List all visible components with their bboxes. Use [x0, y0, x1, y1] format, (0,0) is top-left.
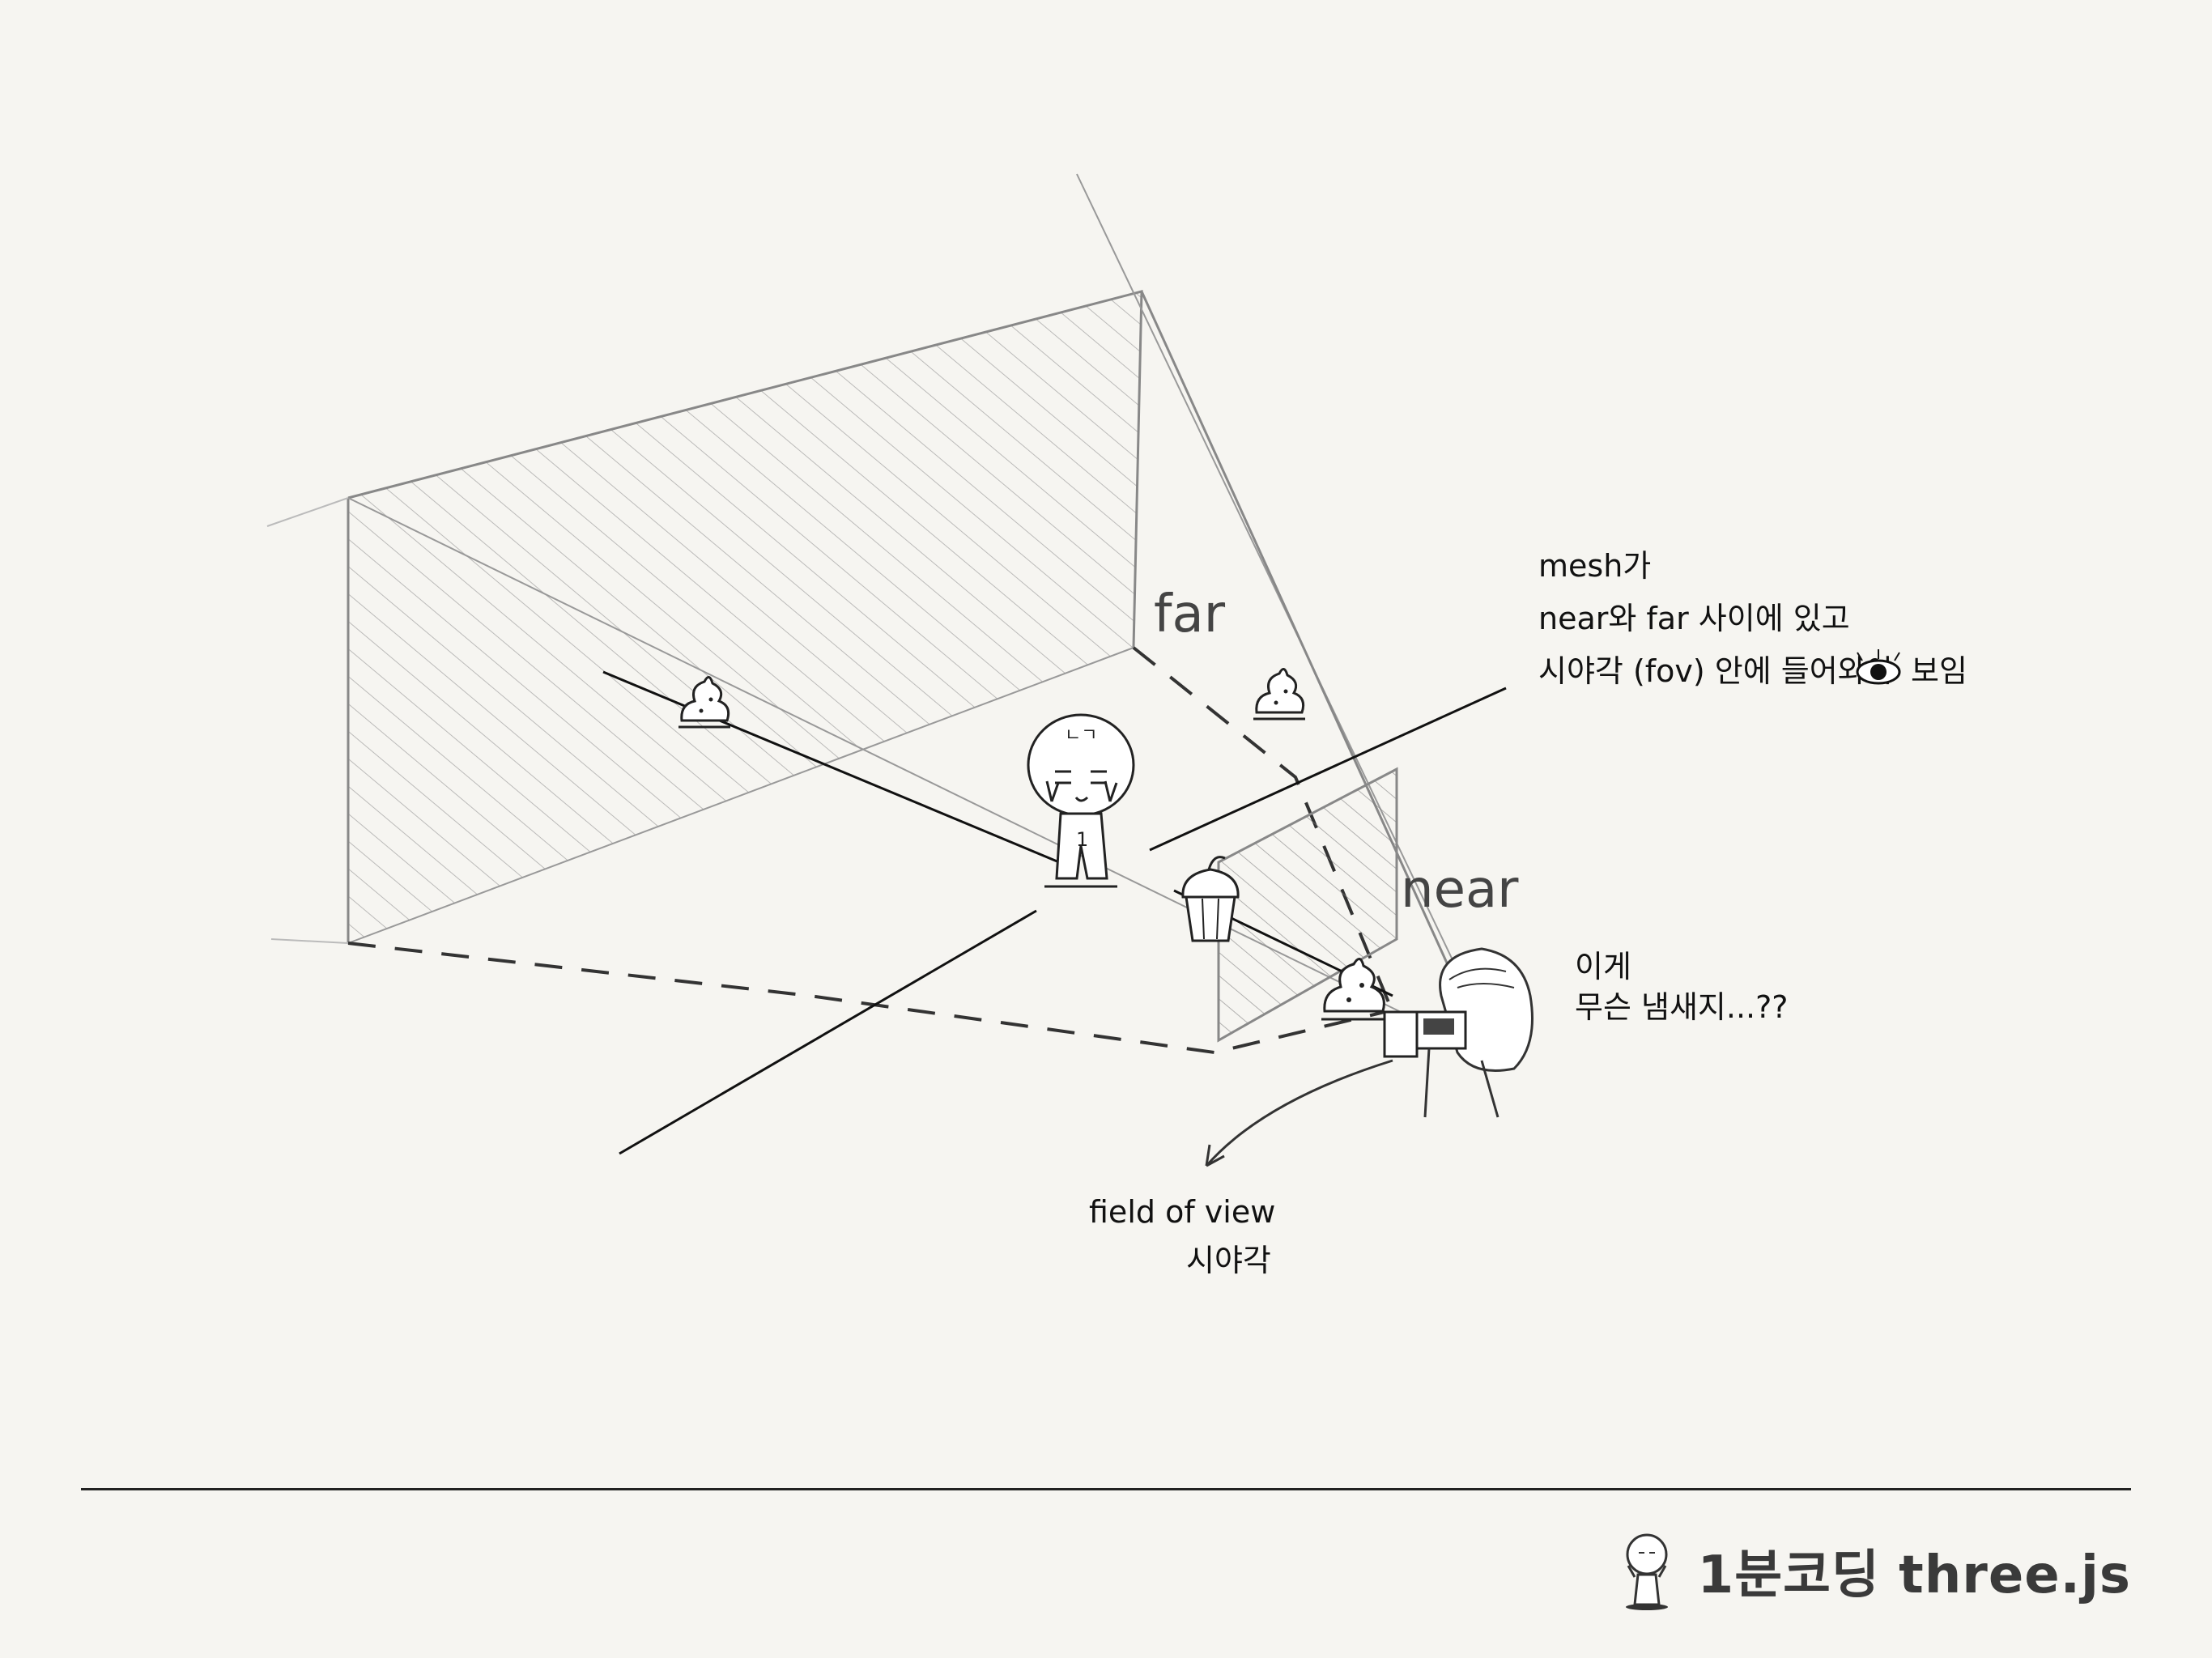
poop-icon: [1253, 669, 1305, 719]
note-line-3: 시야각 (fov) 안에 들어와야: [1538, 653, 1895, 689]
fov-arrow: [1206, 1061, 1393, 1166]
mascot-icon: ㄴㄱ 1: [1028, 715, 1134, 886]
camera-comment-2: 무슨 냄새지...??: [1575, 989, 1788, 1025]
brand-logo: 1분코딩 three.js: [1610, 1530, 2131, 1611]
note-line-2: near와 far 사이에 있고: [1538, 601, 1850, 636]
near-label: near: [1401, 860, 1519, 920]
camera-icon: [1385, 949, 1533, 1117]
note-line-4: 보임: [1911, 653, 1967, 689]
camera-comment: 이게 무슨 냄새지...??: [1575, 949, 1788, 1025]
mascot-caption: ㄴㄱ: [1065, 725, 1097, 746]
mesh-note: mesh가 near와 far 사이에 있고 시야각 (fov) 안에 들어와야…: [1538, 548, 1967, 689]
far-label: far: [1154, 585, 1226, 644]
fov-caption-2: 시야각: [1186, 1243, 1271, 1278]
mascot-icon: [1610, 1530, 1683, 1611]
camera-comment-1: 이게: [1575, 949, 1631, 984]
note-line-1: mesh가: [1538, 548, 1651, 584]
fov-caption-1: field of view: [1089, 1194, 1275, 1230]
footer-divider: [81, 1488, 2131, 1490]
brand-text: 1분코딩 three.js: [1698, 1533, 2131, 1608]
fov-caption: field of view 시야각: [1089, 1194, 1275, 1278]
mascot-number: 1: [1076, 828, 1088, 851]
far-plane: [267, 291, 1142, 943]
